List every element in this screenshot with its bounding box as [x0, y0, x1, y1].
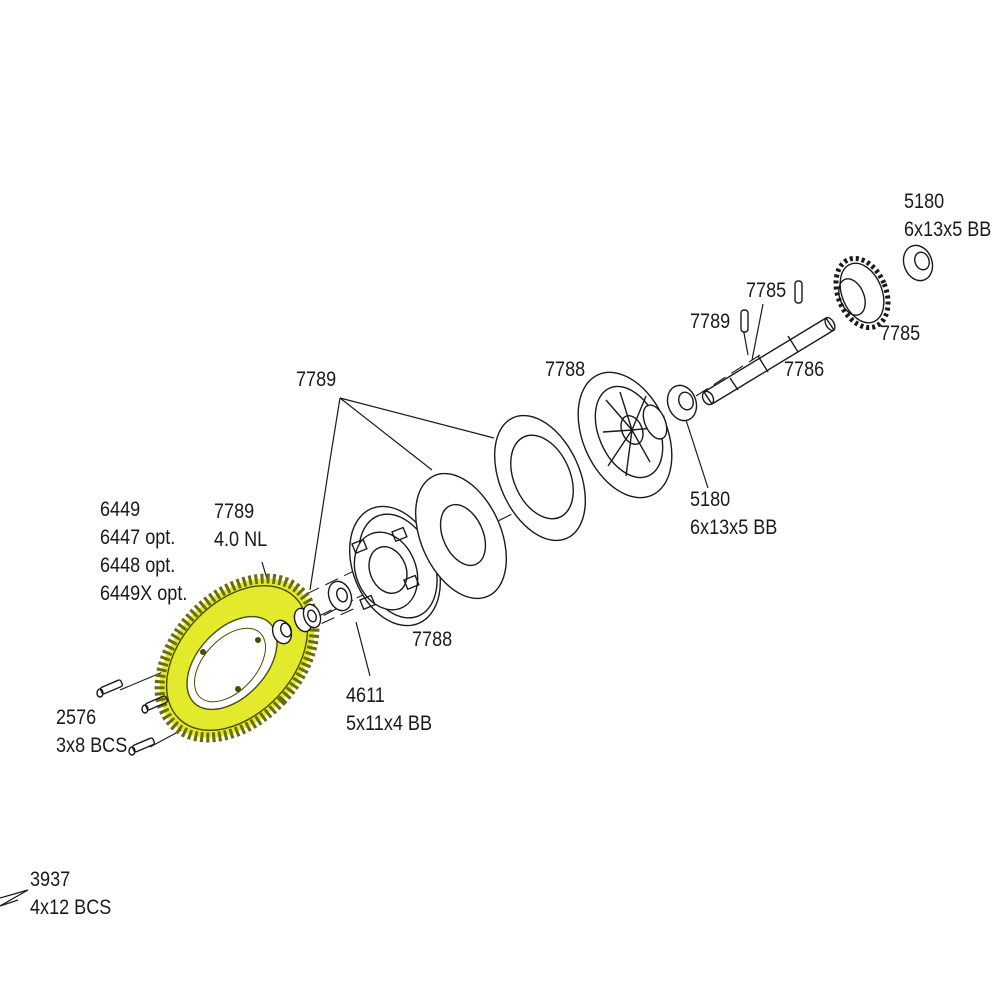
pad-bearing-label: 4611 5x11x4 BB: [346, 684, 433, 735]
nut-label: 7789 4.0 NL: [214, 500, 268, 551]
friction-disc-icon[interactable]: [477, 401, 604, 554]
screw-icon[interactable]: [128, 737, 156, 756]
shaft-label: 7786: [784, 358, 825, 381]
lower-pin-label: 7789: [690, 310, 731, 333]
input-shaft-icon[interactable]: [700, 316, 837, 407]
leader-lines: [0, 303, 876, 907]
rear-housing-label: 7788: [545, 358, 586, 381]
ball-bearing-icon[interactable]: [899, 241, 938, 284]
ball-bearing-icon[interactable]: [325, 578, 356, 614]
end-bearing-label: 5180 6x13x5 BB: [904, 190, 992, 241]
screw-icon[interactable]: [141, 695, 169, 714]
spur-gear-label: 6449 6447 opt. 6448 opt. 6449X opt.: [100, 498, 188, 605]
clutch-housing-icon[interactable]: [333, 493, 457, 639]
bottom-screw-label: 3937 4x12 BCS: [30, 868, 112, 919]
friction-disc-icon[interactable]: [398, 459, 525, 612]
clutch-housing-icon[interactable]: [560, 358, 690, 513]
spur-gear-icon[interactable]: [129, 548, 345, 767]
screw-label: 2576 3x8 BCS: [56, 706, 128, 757]
upper-pin-label: 7785: [746, 279, 787, 302]
pin-icon[interactable]: [740, 309, 749, 333]
nylock-nut-icon[interactable]: [269, 618, 294, 647]
pinion-gear-icon[interactable]: [826, 251, 897, 336]
shaft-bearing-label: 5180 6x13x5 BB: [690, 488, 778, 539]
screw-icon[interactable]: [96, 679, 124, 698]
friction-pads-label: 7789: [296, 368, 337, 391]
ball-bearing-icon[interactable]: [663, 381, 702, 424]
front-housing-label: 7788: [412, 628, 453, 651]
pinion-gear-label: 7785: [880, 322, 921, 345]
pin-icon[interactable]: [794, 280, 803, 304]
spring-icon[interactable]: [291, 602, 323, 634]
